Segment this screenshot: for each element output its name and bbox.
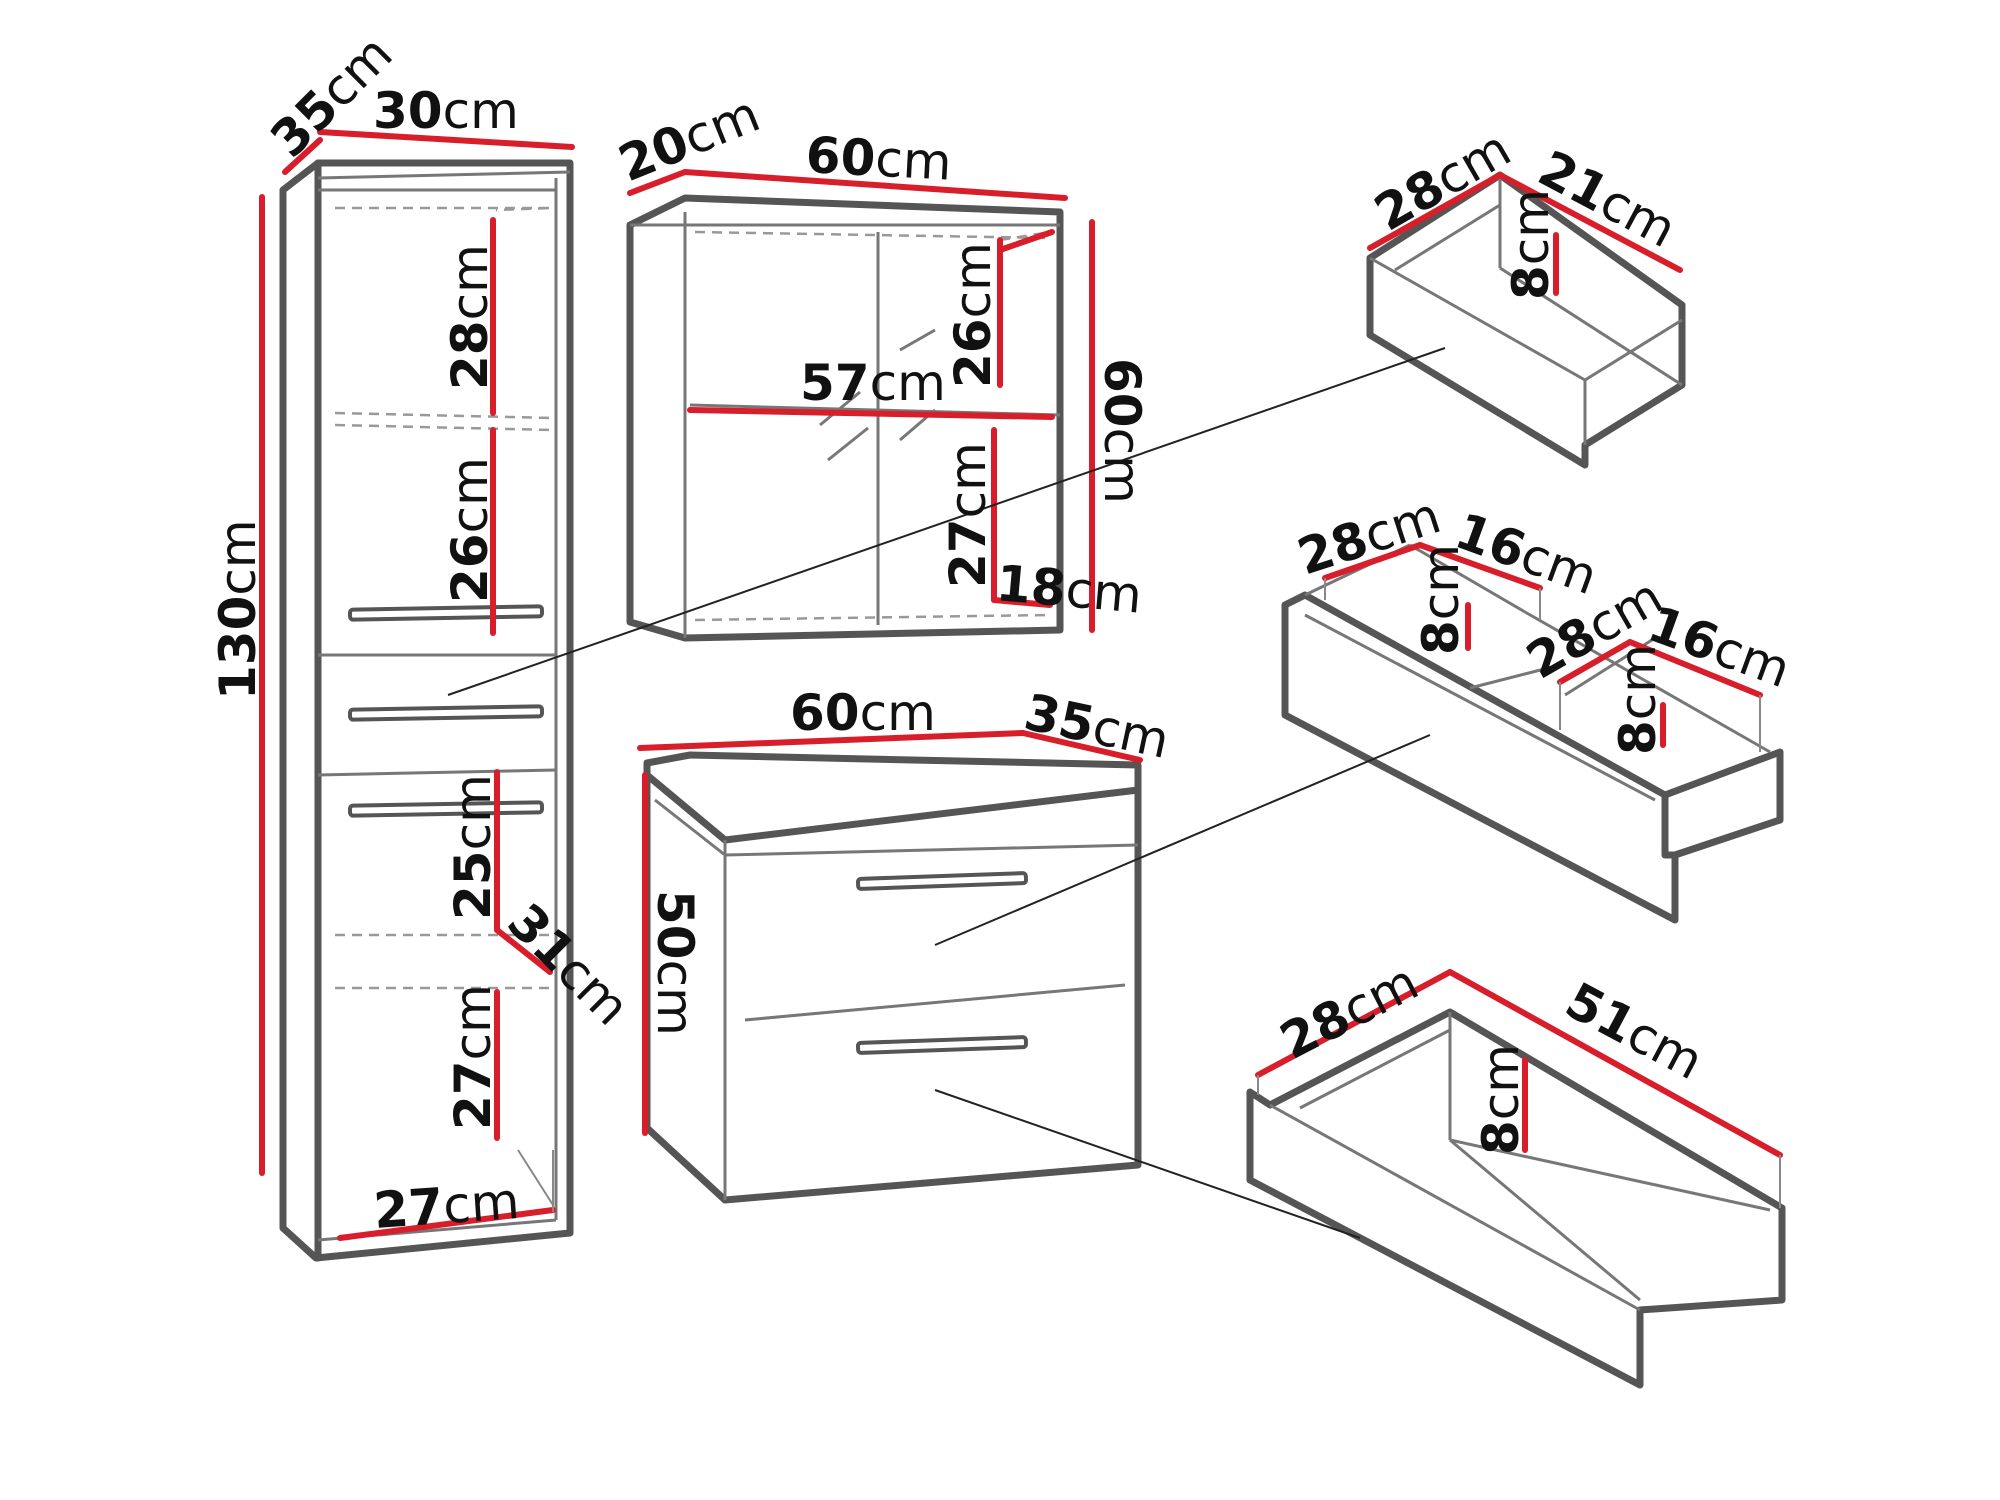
drawer-b-depth1-label: 16cm xyxy=(1448,502,1605,606)
drawer-c xyxy=(1246,969,1786,1389)
drawer-b-height2-label: 8cm xyxy=(1609,644,1667,755)
tall-shelf3-label: 25cm xyxy=(444,774,502,920)
wall-inner-width-label: 57cm xyxy=(800,354,946,412)
vanity-height-label: 50cm xyxy=(646,890,704,1036)
tall-cabinet xyxy=(259,129,575,1262)
tall-height-label: 130cm xyxy=(209,519,267,700)
wall-cabinet xyxy=(626,169,1095,642)
drawer-a xyxy=(1366,171,1686,469)
tall-inner-width-label: 27cm xyxy=(372,1172,521,1240)
tall-width-label: 30cm xyxy=(373,82,519,140)
wall-width-label: 60cm xyxy=(804,126,953,192)
vanity-depth-label: 35cm xyxy=(1020,683,1175,770)
vanity-cabinet xyxy=(637,730,1143,1204)
vanity-width-label: 60cm xyxy=(790,684,936,742)
tall-shelf1-label: 28cm xyxy=(441,244,499,390)
wall-lower-label: 27cm xyxy=(939,442,997,588)
drawer-c-height-label: 8cm xyxy=(1472,1044,1530,1155)
wall-height-label: 60cm xyxy=(1093,358,1151,504)
tall-shelf2-label: 26cm xyxy=(441,457,499,603)
drawer-b-height1-label: 8cm xyxy=(1412,544,1470,655)
drawer-a-width-label: 28cm xyxy=(1365,119,1520,242)
tall-shelf4-label: 27cm xyxy=(444,984,502,1130)
drawer-b xyxy=(1281,542,1784,924)
wall-inner-depth-label: 18cm xyxy=(994,554,1144,624)
wall-upper-label: 26cm xyxy=(944,242,1002,388)
drawer-a-height-label: 8cm xyxy=(1502,189,1560,300)
